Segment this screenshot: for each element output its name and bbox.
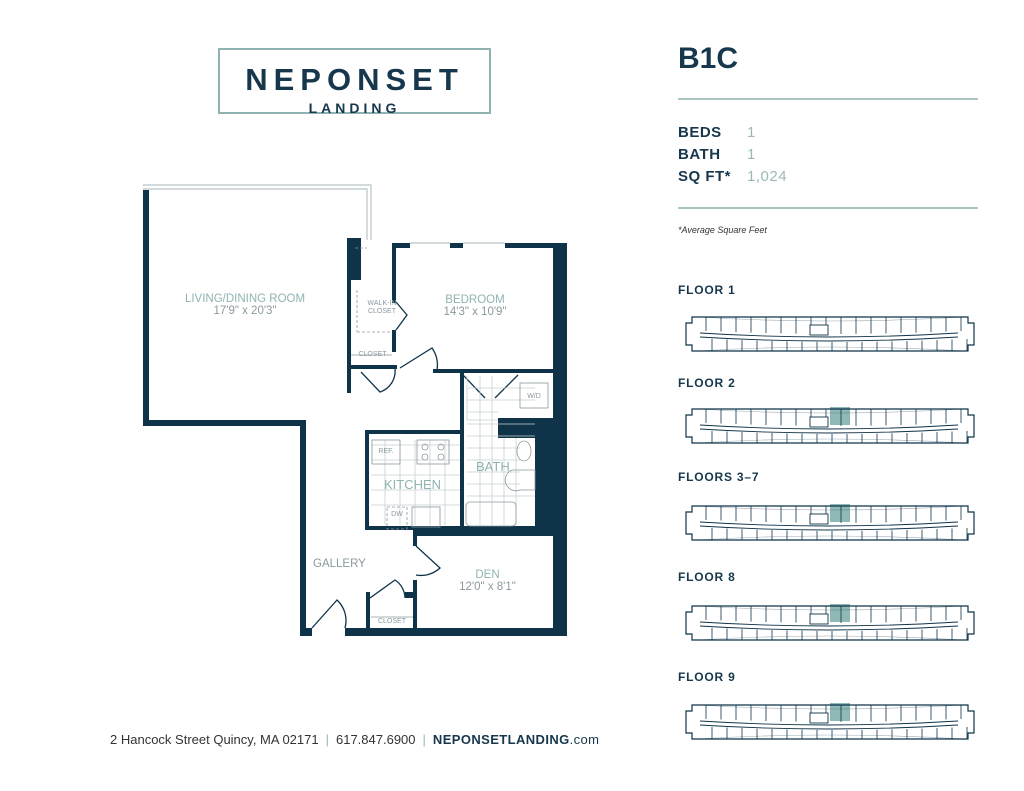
- floor-label: FLOOR 8: [678, 570, 736, 584]
- windows: [143, 184, 505, 244]
- fixtures: [351, 247, 549, 618]
- spec-label: BEDS: [678, 124, 722, 141]
- room-dims: 17'9" x 20'3": [213, 305, 277, 317]
- floor-label: FLOORS 3–7: [678, 470, 760, 484]
- room-dims: 12'0" x 8'1": [459, 581, 516, 593]
- highlighted-unit: [830, 703, 850, 721]
- logo-line1: NEPONSET: [245, 62, 464, 97]
- walls: [143, 190, 567, 636]
- room-name: DEN: [475, 569, 500, 581]
- spec-value: 1: [747, 124, 756, 141]
- ref-label: REF.: [378, 448, 394, 455]
- highlighted-unit: [830, 407, 850, 425]
- walkin-closet-label: WALK-IN CLOSET: [367, 300, 397, 315]
- logo-line2: LANDING: [308, 100, 401, 116]
- sqft-footnote: *Average Square Feet: [678, 225, 767, 235]
- neponset-landing-logo: NEPONSET LANDING: [218, 48, 491, 116]
- dishwasher-label: DW: [391, 511, 403, 518]
- spec-label: SQ FT*: [678, 168, 732, 185]
- closet-label: CLOSET: [377, 618, 406, 625]
- keyplate-floor-2: [685, 407, 975, 444]
- keyplate-floor-9: [685, 703, 975, 740]
- room-name: LIVING/DINING ROOM: [184, 293, 306, 305]
- spec-label: BATH: [678, 146, 721, 163]
- spec-value: 1: [747, 146, 756, 163]
- spec-sqft: SQ FT* 1,024: [678, 168, 787, 185]
- room-dims: 14'3" x 10'9": [443, 306, 507, 318]
- divider: [678, 98, 978, 100]
- bath-label: BATH: [476, 459, 510, 474]
- spec-value: 1,024: [747, 168, 788, 185]
- room-den: DEN 12'0" x 8'1": [440, 569, 535, 593]
- divider: [678, 207, 978, 209]
- keyplate-floor-8: [685, 604, 975, 641]
- spec-bath: BATH 1: [678, 146, 755, 163]
- highlighted-unit: [830, 504, 850, 522]
- unit-title: B1C: [678, 42, 739, 75]
- phone[interactable]: 617.847.6900: [335, 732, 416, 747]
- gallery-label: GALLERY: [313, 558, 366, 570]
- footer-contact: 2 Hancock Street Quincy, MA 02171|617.84…: [110, 732, 600, 747]
- room-bedroom: BEDROOM 14'3" x 10'9": [420, 294, 530, 318]
- spec-beds: BEDS 1: [678, 124, 755, 141]
- floor-label: FLOOR 1: [678, 283, 736, 297]
- floor-label: FLOOR 9: [678, 670, 736, 684]
- kitchen-label: KITCHEN: [384, 477, 442, 492]
- closet-label: CLOSET: [358, 351, 387, 358]
- room-name: BEDROOM: [445, 294, 505, 306]
- washer-dryer-label: W/D: [527, 393, 541, 400]
- highlighted-unit: [830, 604, 850, 622]
- keyplate-floor-1: [685, 316, 975, 352]
- website-link[interactable]: NEPONSETLANDING.com: [432, 732, 600, 747]
- keyplate-floors-3-7: [685, 504, 975, 541]
- room-living-dining: LIVING/DINING ROOM 17'9" x 20'3": [160, 293, 330, 317]
- address: 2 Hancock Street Quincy, MA 02171: [110, 732, 319, 747]
- floor-label: FLOOR 2: [678, 376, 736, 390]
